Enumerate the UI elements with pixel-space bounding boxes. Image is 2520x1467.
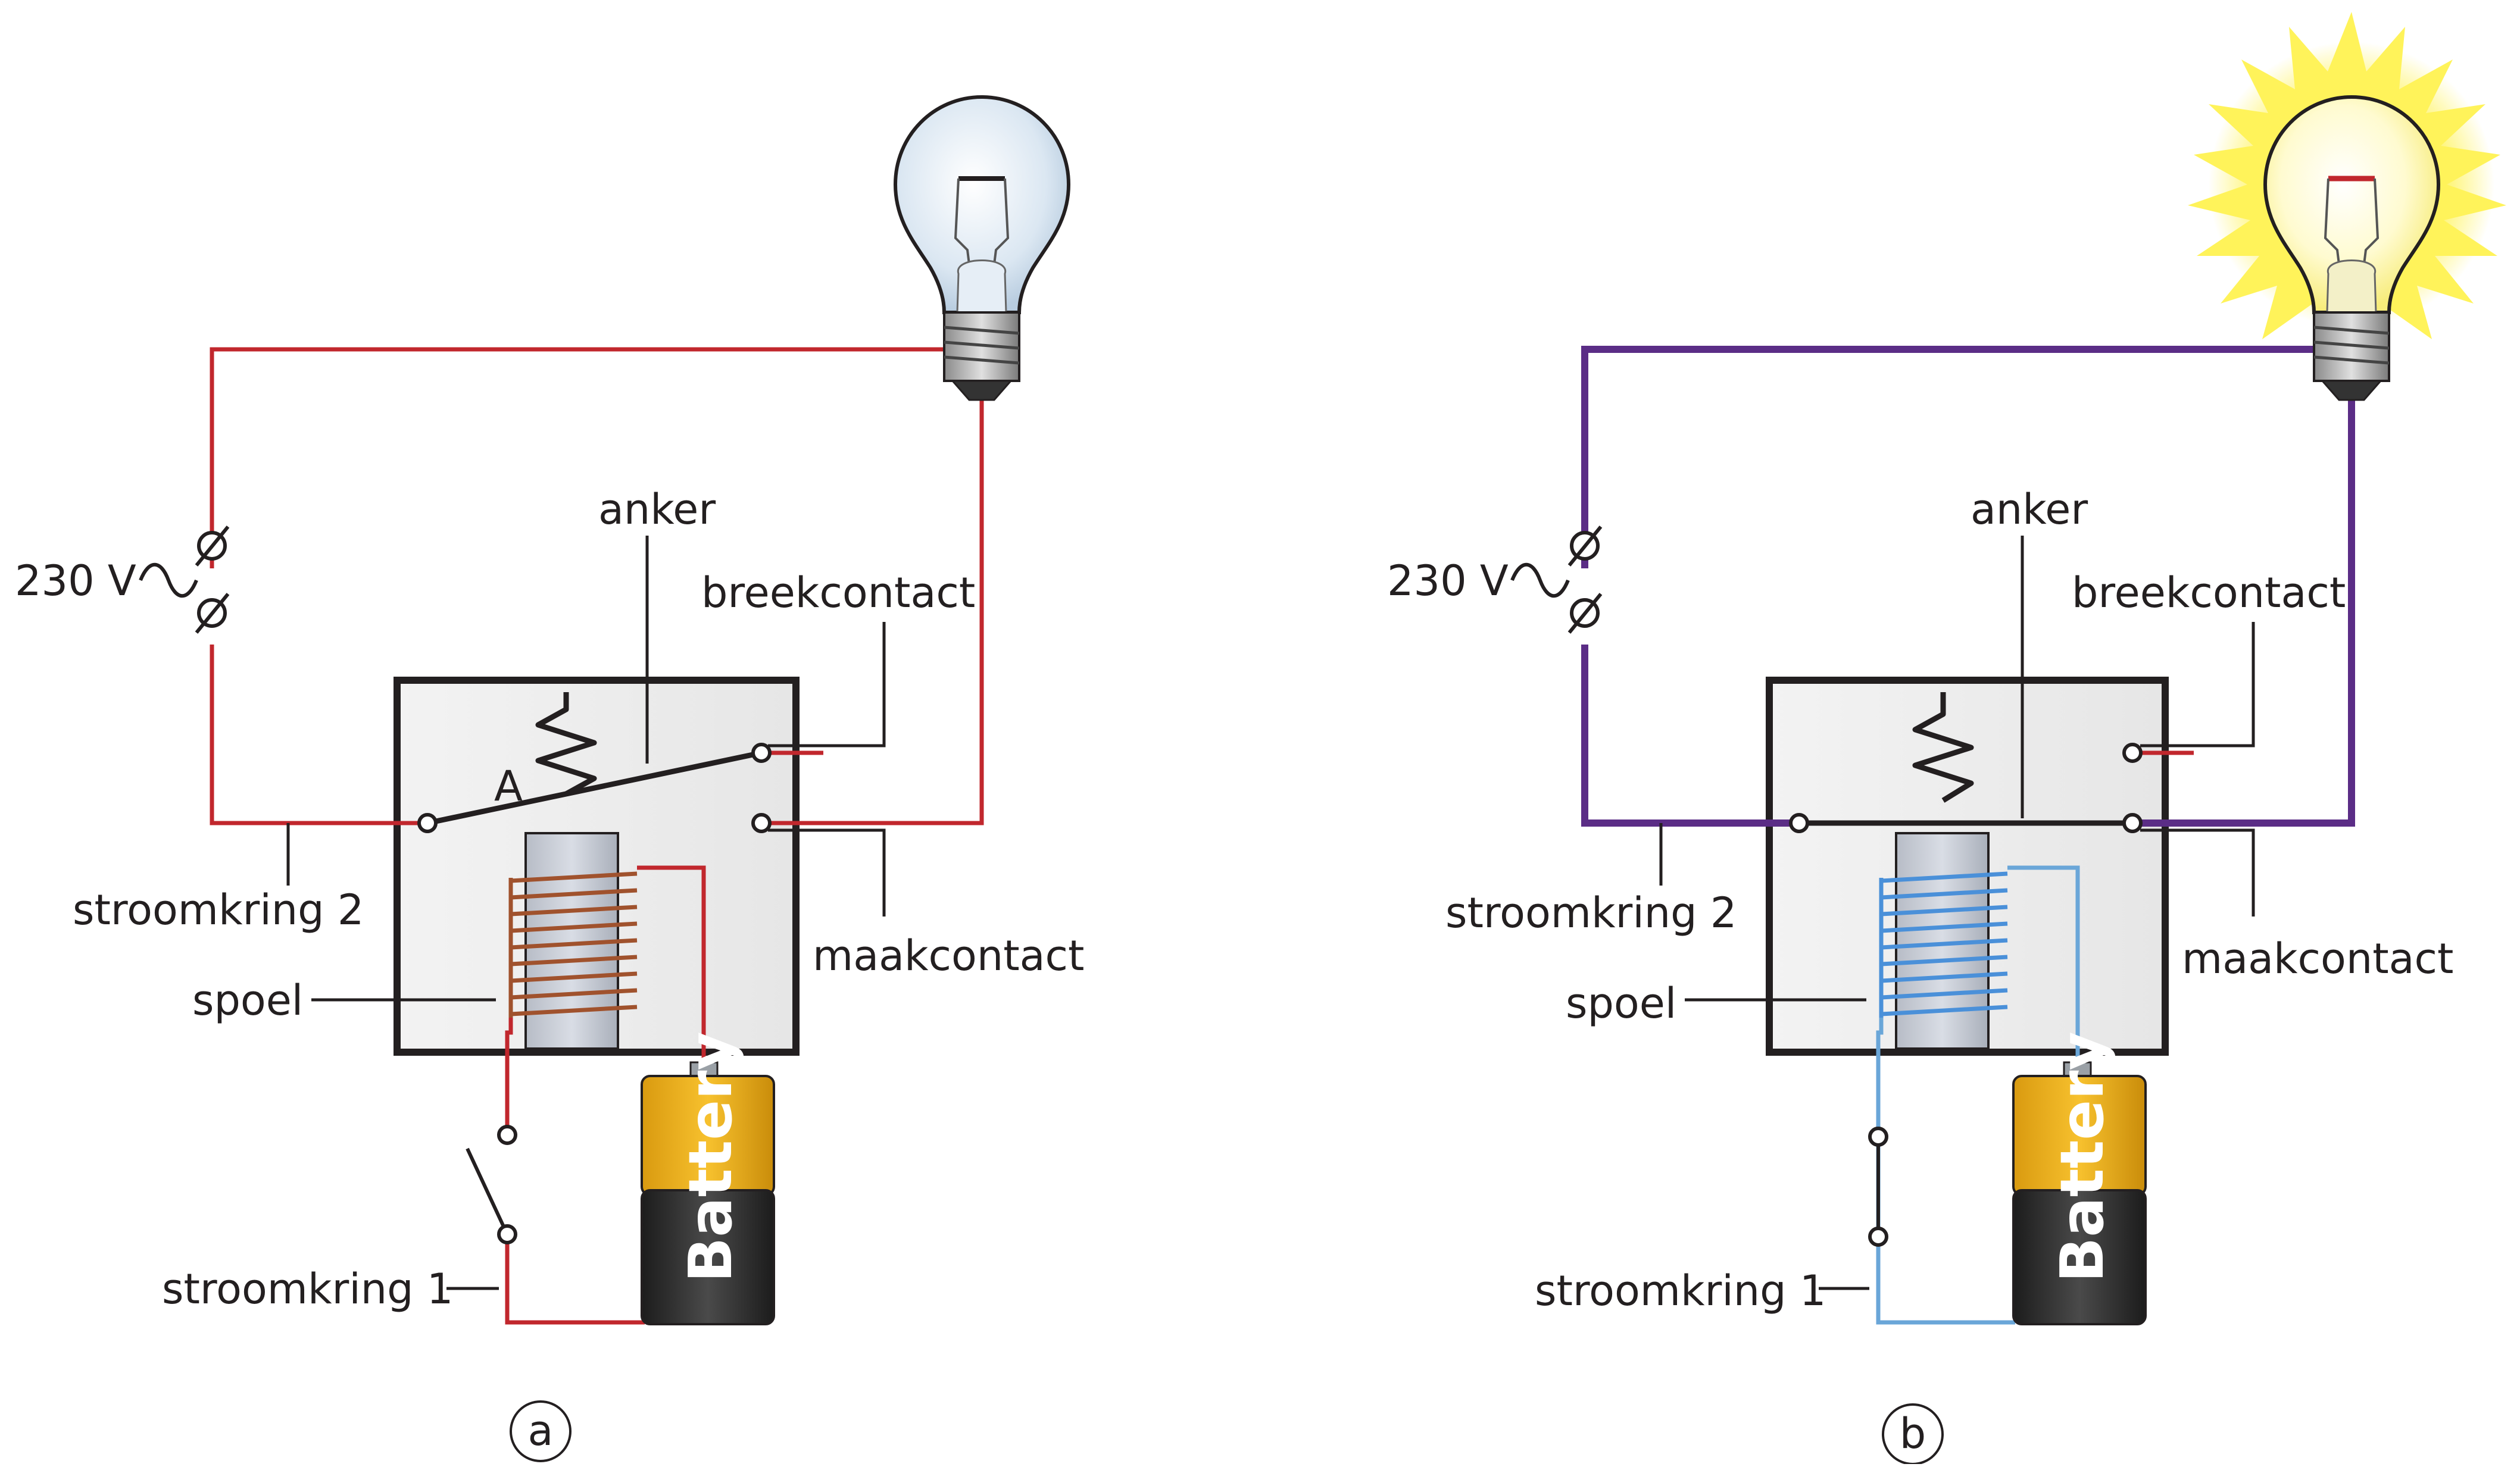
label-spoel: spoel — [1566, 979, 1676, 1028]
battery-label: Battery — [676, 1031, 745, 1283]
label-anker: anker — [598, 485, 716, 534]
pivot-contact — [417, 813, 438, 833]
leader-lines-b — [1659, 536, 2255, 1290]
ac-source — [139, 526, 230, 634]
make-contact — [751, 813, 772, 833]
panel-a: A — [15, 95, 1084, 1462]
label-anker: anker — [1971, 485, 2088, 534]
label-stroomkring-1: stroomkring 1 — [162, 1265, 453, 1313]
switch-lever — [466, 1147, 509, 1235]
circuit-1-wires — [1876, 865, 2080, 1325]
coil — [1879, 871, 2008, 1018]
label-maakcontact: maakcontact — [813, 931, 1084, 980]
voltage-label: 230 V — [15, 556, 136, 605]
label-stroomkring-2: stroomkring 2 — [1445, 889, 1737, 937]
label-breekcontact: breekcontact — [701, 568, 975, 617]
label-stroomkring-1: stroomkring 1 — [1535, 1266, 1826, 1315]
pivot-contact — [1789, 813, 1809, 833]
circuit-2-wires — [210, 347, 984, 825]
switch-contact-bottom — [1868, 1227, 1888, 1247]
armature — [427, 750, 762, 826]
caption-b: b — [1900, 1409, 1926, 1458]
label-maakcontact: maakcontact — [2182, 934, 2453, 983]
battery-label: Battery — [2047, 1031, 2117, 1283]
switch-contact-top — [497, 1125, 517, 1145]
break-contact — [751, 743, 772, 763]
make-contact — [2122, 813, 2143, 833]
battery: Battery — [2012, 1031, 2147, 1325]
label-spoel: spoel — [192, 976, 303, 1025]
ac-source — [1510, 526, 1603, 634]
battery: Battery — [641, 1031, 775, 1325]
coil — [508, 871, 638, 1018]
circuit-2-wires — [1581, 346, 2355, 827]
spring — [1912, 692, 1974, 803]
lightbulb-off — [893, 95, 1071, 401]
label-breekcontact: breekcontact — [2072, 568, 2346, 617]
label-stroomkring-2: stroomkring 2 — [73, 886, 364, 934]
panel-b: Battery 230 V — [1387, 12, 2506, 1465]
voltage-label: 230 V — [1387, 556, 1509, 605]
point-a-label: A — [494, 762, 523, 811]
switch-contact-bottom — [497, 1224, 517, 1244]
circuit-1-wires — [505, 865, 706, 1325]
lightbulb-on — [2263, 95, 2441, 401]
break-contact — [2122, 743, 2143, 763]
spring — [535, 692, 597, 796]
switch-contact-top — [1868, 1127, 1888, 1147]
caption-circle-a — [510, 1400, 572, 1462]
caption-a: a — [528, 1406, 554, 1455]
leader-lines-a — [286, 536, 886, 1290]
